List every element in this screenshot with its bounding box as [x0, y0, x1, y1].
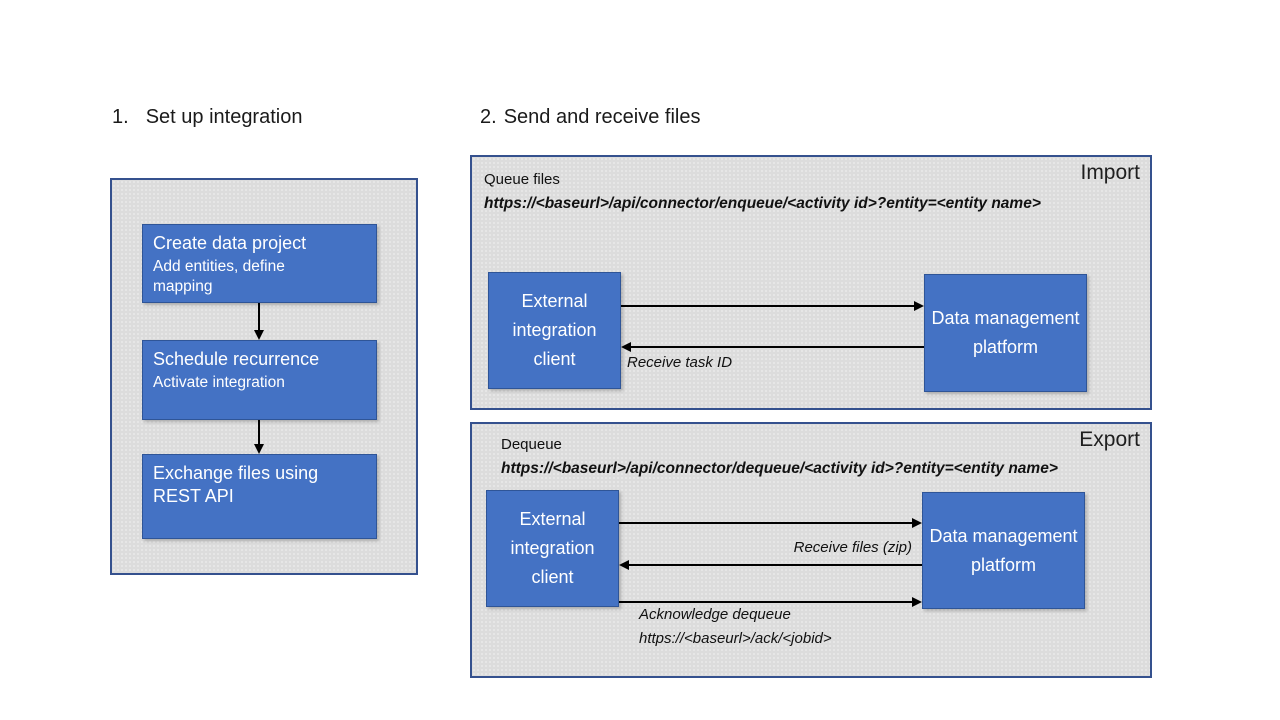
- flow-arrow-1-icon: [254, 303, 264, 340]
- import-external-client-label: External integration client: [512, 291, 597, 369]
- send-receive-heading-number: 2.: [480, 106, 497, 128]
- import-corner-label: Import: [1080, 161, 1140, 184]
- flow-step-subtitle: Add entities, define mapping: [153, 258, 285, 296]
- setup-panel: Create data project Add entities, define…: [110, 178, 418, 575]
- export-ack-arrow-icon: [619, 597, 922, 607]
- enqueue-url: https://<baseurl>/api/connector/enqueue/…: [484, 195, 1041, 212]
- flow-step-create-data-project: Create data project Add entities, define…: [142, 224, 377, 303]
- import-request-arrow-icon: [621, 301, 924, 311]
- import-panel: Import Queue files https://<baseurl>/api…: [470, 155, 1152, 410]
- setup-heading-label: Set up integration: [145, 106, 303, 128]
- export-corner-label: Export: [1079, 428, 1140, 451]
- send-receive-heading: 2. Send and receive files: [480, 106, 700, 129]
- receive-files-label: Receive files (zip): [793, 539, 912, 556]
- import-external-client-box: External integration client: [488, 272, 621, 389]
- flow-step-title: Create data project: [153, 233, 307, 253]
- flow-step-exchange-files: Exchange files using REST API: [142, 454, 377, 539]
- import-platform-label: Data management platform: [931, 308, 1080, 357]
- queue-files-label: Queue files: [484, 171, 560, 188]
- flow-step-title: Schedule recurrence: [153, 349, 320, 369]
- setup-heading-number: 1.: [112, 106, 129, 128]
- export-response-arrow-icon: [619, 560, 922, 570]
- flow-step-title: Exchange files using REST API: [153, 463, 319, 507]
- export-external-client-box: External integration client: [486, 490, 619, 607]
- dequeue-url: https://<baseurl>/api/connector/dequeue/…: [501, 460, 1058, 477]
- acknowledge-url-label: https://<baseurl>/ack/<jobid>: [639, 630, 832, 647]
- setup-heading: 1. Set up integration: [112, 106, 302, 129]
- flow-step-schedule-recurrence: Schedule recurrence Activate integration: [142, 340, 377, 420]
- import-response-arrow-icon: [621, 342, 924, 352]
- flow-arrow-2-icon: [254, 420, 264, 454]
- export-request-arrow-icon: [619, 518, 922, 528]
- receive-task-id-label: Receive task ID: [627, 354, 733, 371]
- dequeue-label: Dequeue: [501, 436, 562, 453]
- import-platform-box: Data management platform: [924, 274, 1087, 392]
- flow-step-subtitle: Activate integration: [153, 374, 285, 392]
- send-receive-heading-label: Send and receive files: [503, 106, 701, 128]
- export-external-client-label: External integration client: [510, 509, 595, 587]
- export-panel: Export Dequeue https://<baseurl>/api/con…: [470, 422, 1152, 678]
- export-platform-box: Data management platform: [922, 492, 1085, 609]
- acknowledge-dequeue-label: Acknowledge dequeue: [639, 606, 791, 623]
- export-platform-label: Data management platform: [929, 525, 1078, 575]
